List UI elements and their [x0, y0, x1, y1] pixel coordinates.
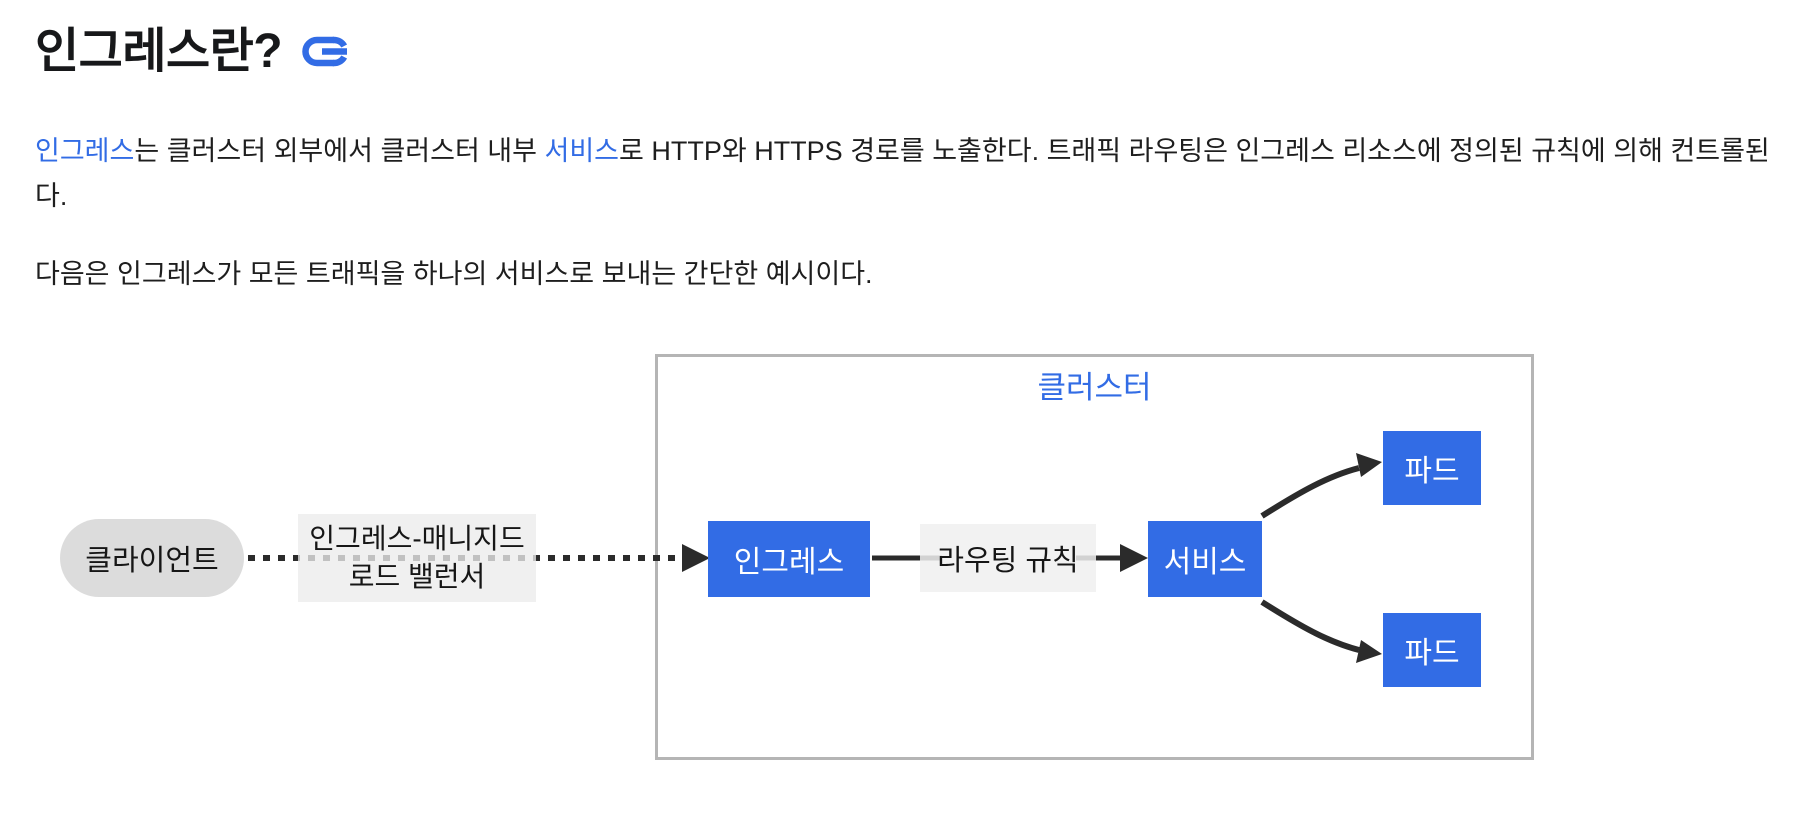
service-to-pod-top-edge — [1260, 465, 1360, 519]
ingress-node: 인그레스 — [708, 521, 870, 597]
ingress-to-service-arrowhead — [1120, 544, 1148, 572]
service-to-pod-bottom-arrowhead — [1356, 640, 1382, 663]
client-to-ingress-arrowhead — [682, 544, 710, 572]
heading-anchor-link[interactable] — [302, 36, 348, 67]
service-to-pod-bottom-edge — [1260, 599, 1360, 653]
page-title: 인그레스란? — [35, 25, 283, 78]
heading-row: 인그레스란? — [35, 14, 348, 78]
pod-node-bottom: 파드 — [1383, 613, 1481, 687]
link-icon — [302, 36, 348, 66]
load-balancer-edge-label: 인그레스-매니지드 로드 밸런서 — [298, 514, 536, 602]
routing-rule-edge-label: 라우팅 규칙 — [920, 524, 1096, 592]
client-node: 클라이언트 — [60, 519, 244, 597]
cluster-label: 클러스터 — [1037, 370, 1152, 405]
intro-paragraph: 인그레스는 클러스터 외부에서 클러스터 내부 서비스로 HTTP와 HTTPS… — [35, 129, 1780, 219]
service-to-pod-top-arrowhead — [1356, 453, 1382, 477]
intro-text-1: 는 클러스터 외부에서 클러스터 내부 — [134, 136, 545, 166]
service-node: 서비스 — [1148, 521, 1262, 597]
ingress-link[interactable]: 인그레스 — [35, 136, 135, 166]
example-paragraph: 다음은 인그레스가 모든 트래픽을 하나의 서비스로 보내는 간단한 예시이다. — [35, 259, 873, 289]
intro-text-2: 로 HTTP와 HTTPS 경로를 노출한다. 트래픽 라우팅은 인그레스 리소… — [35, 136, 1770, 211]
pod-node-top: 파드 — [1383, 431, 1481, 505]
load-balancer-label-line1: 인그레스-매니지드 — [309, 523, 525, 554]
load-balancer-label-line2: 로드 밸런서 — [348, 561, 486, 592]
service-link[interactable]: 서비스 — [544, 136, 620, 166]
